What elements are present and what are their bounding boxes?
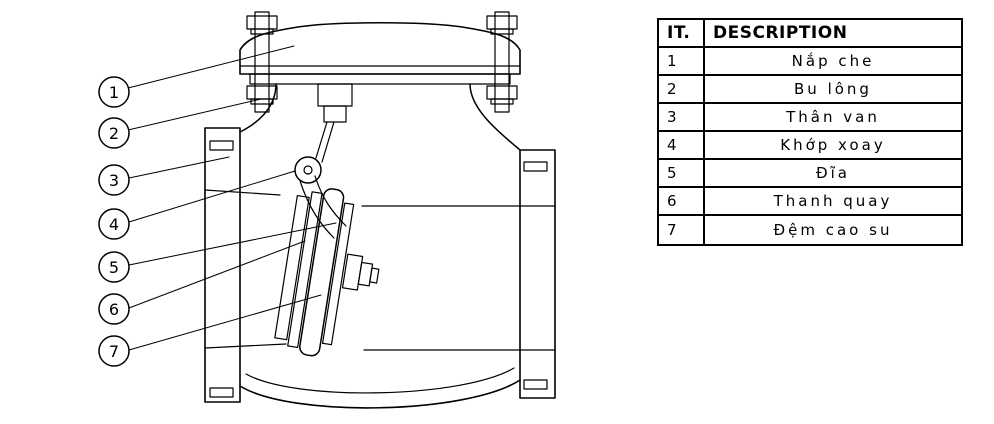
row-it: 3 <box>659 104 705 130</box>
table-header-row: IT. DESCRIPTION <box>659 20 961 48</box>
row-description: Bu lông <box>794 80 872 98</box>
callout-balloon-5: 5 <box>98 251 130 283</box>
row-it: 7 <box>659 216 705 244</box>
valve-cross-section-drawing: 1 2 3 4 5 6 7 <box>98 11 556 409</box>
disc-assembly <box>274 188 380 357</box>
row-it: 5 <box>659 160 705 186</box>
row-it: 4 <box>659 132 705 158</box>
row-description: Thanh quay <box>773 192 893 210</box>
parts-table: IT. DESCRIPTION 1 Nắp che 2 Bu lông 3 Th… <box>657 18 963 246</box>
inlet-flange <box>204 127 287 403</box>
leader-line-5 <box>128 222 337 266</box>
table-row: 2 Bu lông <box>659 76 961 104</box>
table-row: 5 Đĩa <box>659 160 961 188</box>
outlet-flange <box>361 149 556 399</box>
leader-line-1 <box>127 45 295 89</box>
callout-balloon-3: 3 <box>98 164 130 196</box>
callout-number-1: 1 <box>109 83 119 102</box>
bolt-right <box>486 11 518 113</box>
callout-number-5: 5 <box>109 258 119 277</box>
leader-line-6 <box>128 240 306 309</box>
table-row: 6 Thanh quay <box>659 188 961 216</box>
row-it: 2 <box>659 76 705 102</box>
table-row: 7 Đệm cao su <box>659 216 961 244</box>
table-header-it: IT. <box>659 20 705 46</box>
leader-line-3 <box>128 156 230 179</box>
row-it: 1 <box>659 48 705 74</box>
callout-number-3: 3 <box>109 171 119 190</box>
callout-balloon-7: 7 <box>98 335 130 367</box>
callout-number-2: 2 <box>109 124 119 143</box>
leader-line-2 <box>127 98 262 131</box>
callout-balloon-6: 6 <box>98 293 130 325</box>
callout-balloon-4: 4 <box>98 208 130 240</box>
table-header-description: DESCRIPTION <box>713 23 848 43</box>
callout-balloon-2: 2 <box>98 117 130 149</box>
table-row: 3 Thân van <box>659 104 961 132</box>
hinge-pin <box>294 156 322 184</box>
valve-body <box>239 83 521 409</box>
table-row: 1 Nắp che <box>659 48 961 76</box>
bonnet-cap <box>239 21 521 85</box>
row-description: Khớp xoay <box>780 136 886 154</box>
table-row: 4 Khớp xoay <box>659 132 961 160</box>
leader-line-4 <box>128 170 296 223</box>
leader-line-7 <box>128 294 322 351</box>
leader-lines <box>127 45 337 351</box>
row-description: Đệm cao su <box>773 221 893 239</box>
callout-number-6: 6 <box>109 300 119 319</box>
row-description: Đĩa <box>816 164 850 182</box>
swing-arm <box>299 175 347 239</box>
callout-number-7: 7 <box>109 342 119 361</box>
bolt-left <box>246 11 278 113</box>
callout-number-4: 4 <box>109 215 119 234</box>
callout-balloon-1: 1 <box>98 76 130 108</box>
row-description: Nắp che <box>791 52 875 70</box>
row-it: 6 <box>659 188 705 214</box>
row-description: Thân van <box>786 108 880 126</box>
